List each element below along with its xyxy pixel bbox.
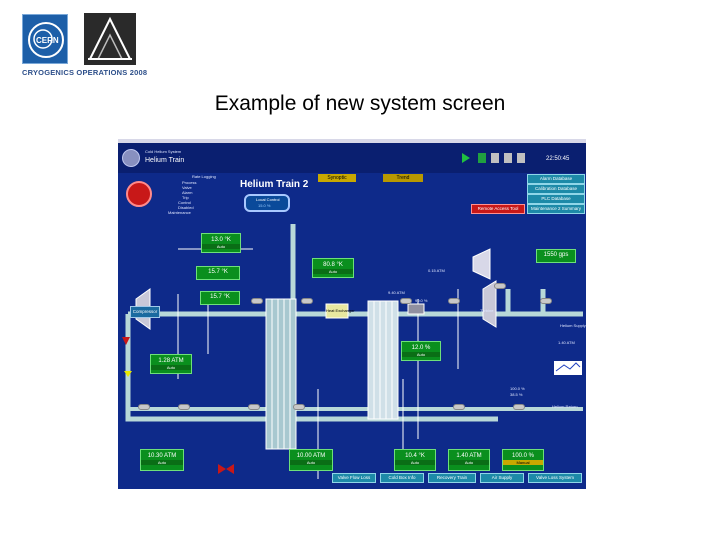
- valve-loss-system-button[interactable]: Valve Loss System: [528, 473, 582, 483]
- legend-item: Alarm: [182, 190, 193, 195]
- air-supply-button[interactable]: Air Supply: [480, 473, 524, 483]
- settings-icon[interactable]: [517, 153, 525, 163]
- instrument-bubble[interactable]: [178, 404, 190, 410]
- maintenance-summary-button[interactable]: Maintenance 2 Summary: [527, 204, 585, 214]
- compressor-label[interactable]: Compressor: [130, 306, 160, 318]
- small-value-label: 1.40 ATM: [558, 340, 575, 345]
- turbine-label: Turbine: [480, 308, 494, 313]
- small-value-label: 90.0 %: [415, 298, 428, 303]
- heat-exchanger-label: Heat Exchanger: [326, 308, 355, 313]
- instrument-bubble[interactable]: [138, 404, 150, 410]
- valve-flow-loss-button[interactable]: Valve Flow Loss: [332, 473, 376, 483]
- save-icon[interactable]: [504, 153, 512, 163]
- slide-title: Example of new system screen: [214, 92, 506, 115]
- mode-box[interactable]: Local Control 15.0 %: [244, 194, 290, 212]
- cold-box-info-button[interactable]: Cold Box Info: [380, 473, 424, 483]
- instrument-bubble[interactable]: [251, 298, 263, 304]
- legend-item: Maintenance: [168, 210, 191, 215]
- play-icon[interactable]: [462, 153, 470, 163]
- flow-box[interactable]: 1550 gps: [536, 249, 576, 263]
- cern-logo: CERN: [22, 14, 68, 64]
- percentage-box[interactable]: 12.0 %Auto: [401, 341, 441, 361]
- instrument-bubble[interactable]: [248, 404, 260, 410]
- calibration-database-button[interactable]: Calibration Database: [527, 184, 585, 194]
- remote-access-button[interactable]: Remote Access Tool: [471, 204, 525, 214]
- control-system-screenshot: Cold Helium System Helium Train 22:50:45…: [118, 139, 586, 489]
- temperature-box[interactable]: 15.7 °K: [196, 266, 240, 280]
- instrument-bubble[interactable]: [453, 404, 465, 410]
- instrument-bubble[interactable]: [448, 298, 460, 304]
- instrument-bubble[interactable]: [513, 404, 525, 410]
- trend-button[interactable]: Trend: [383, 174, 423, 182]
- alarm-indicator-icon[interactable]: [126, 181, 152, 207]
- helium-supply-label: Helium Supply: [560, 323, 586, 328]
- system-logo-icon: [122, 149, 140, 167]
- small-value-label: 38.5 %: [510, 392, 523, 397]
- process-piping-diagram: [122, 224, 583, 479]
- clock: 22:50:45: [546, 156, 570, 162]
- instrument-bubble[interactable]: [400, 298, 412, 304]
- svg-text:CERN: CERN: [36, 36, 59, 45]
- synoptic-button[interactable]: Synoptic: [318, 174, 356, 182]
- temperature-box[interactable]: 15.7 °K: [200, 291, 240, 305]
- legend-item: Control: [178, 200, 191, 205]
- main-title: Helium Train 2: [240, 179, 309, 190]
- legend-item: Process: [182, 180, 197, 185]
- instrument-bubble[interactable]: [301, 298, 313, 304]
- helium-return-label: Helium Return: [552, 404, 578, 409]
- small-value-label: 100.0 %: [510, 386, 525, 391]
- instrument-bubble[interactable]: [540, 298, 552, 304]
- legend-item: Rate Logging: [192, 174, 216, 179]
- legend-item: Valve: [182, 185, 192, 190]
- small-value-label: 9.40 ATM: [388, 290, 405, 295]
- recovery-train-button[interactable]: Recovery Train: [428, 473, 476, 483]
- logo-caption: CRYOGENICS OPERATIONS 2008: [22, 68, 148, 77]
- stop-icon[interactable]: [478, 153, 486, 163]
- instrument-bubble[interactable]: [293, 404, 305, 410]
- percentage-box[interactable]: 100.0 %Manual: [502, 449, 544, 471]
- alarm-database-button[interactable]: Alarm Database: [527, 174, 585, 184]
- plc-database-button[interactable]: PLC Database: [527, 194, 585, 204]
- small-value-label: 0.15 ATM: [428, 268, 445, 273]
- legend-item: Disabled: [178, 205, 194, 210]
- header-title-small: Cold Helium System: [145, 149, 182, 154]
- legend-item: Trip: [182, 195, 189, 200]
- window-title-bar: [118, 139, 586, 143]
- header-title: Helium Train: [145, 157, 185, 164]
- instrument-bubble[interactable]: [494, 283, 506, 289]
- print-icon[interactable]: [491, 153, 499, 163]
- cryogenics-logo: [84, 13, 136, 65]
